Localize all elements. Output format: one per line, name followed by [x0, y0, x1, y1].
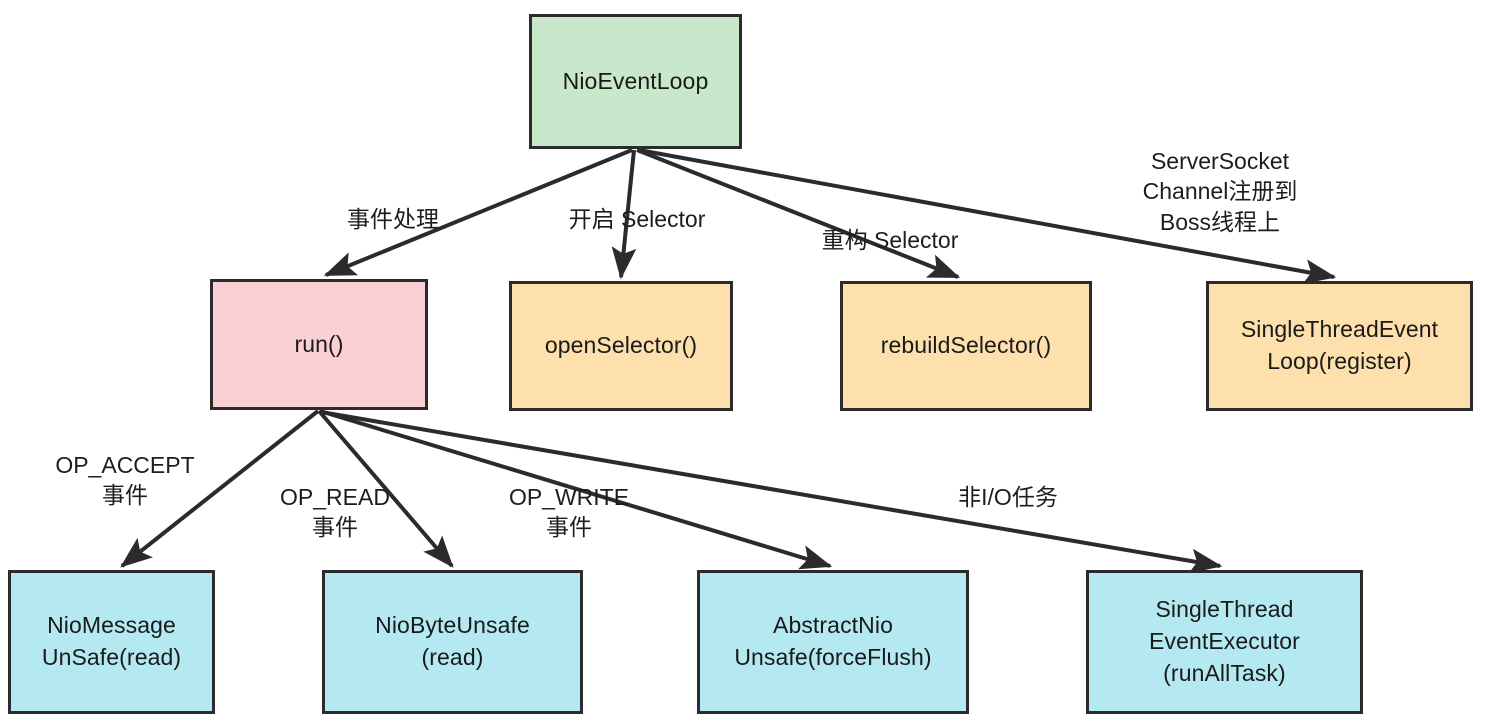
node-run[interactable]: run(): [210, 279, 428, 410]
edge-label-rebuild-selector: 重构 Selector: [821, 227, 959, 253]
node-nio-message-unsafe-read[interactable]: NioMessage UnSafe(read): [8, 570, 215, 714]
edge-run-to-niomessageunsafe: [120, 409, 320, 568]
edge-run-to-singlethreadeventexecutor: [320, 410, 1223, 574]
node-nio-byte-unsafe-read[interactable]: NioByteUnsafe (read): [322, 570, 583, 714]
node-nio-event-loop[interactable]: NioEventLoop: [529, 14, 742, 149]
edge-label-op-write: OP_WRITE 事件: [508, 484, 630, 541]
node-single-thread-event-executor-run-all-task[interactable]: SingleThread EventExecutor (runAllTask): [1086, 570, 1363, 714]
node-rebuild-selector[interactable]: rebuildSelector(): [840, 281, 1092, 411]
edge-label-event-handling: 事件处理: [347, 206, 439, 232]
edge-nioeventloop-to-rebuildselector: [636, 148, 961, 279]
edge-run-to-niobyteunsafe: [317, 409, 454, 568]
edge-nioeventloop-to-register: [638, 148, 1337, 284]
edge-label-op-read: OP_READ 事件: [280, 484, 390, 541]
node-single-thread-event-loop-register[interactable]: SingleThreadEvent Loop(register): [1206, 281, 1473, 411]
edge-label-non-io-task: 非I/O任务: [958, 484, 1058, 510]
edge-nioeventloop-to-run: [323, 148, 633, 277]
edge-label-register-boss-thread: ServerSocket Channel注册到 Boss线程上: [1142, 148, 1298, 235]
node-open-selector[interactable]: openSelector(): [509, 281, 733, 411]
edge-label-op-accept: OP_ACCEPT 事件: [55, 452, 195, 509]
edge-label-open-selector: 开启 Selector: [568, 206, 706, 232]
edge-nioeventloop-to-openselector: [611, 149, 637, 280]
node-abstract-nio-unsafe-force-flush[interactable]: AbstractNio Unsafe(forceFlush): [697, 570, 969, 714]
edge-run-to-abstractniounsafe: [319, 409, 833, 570]
